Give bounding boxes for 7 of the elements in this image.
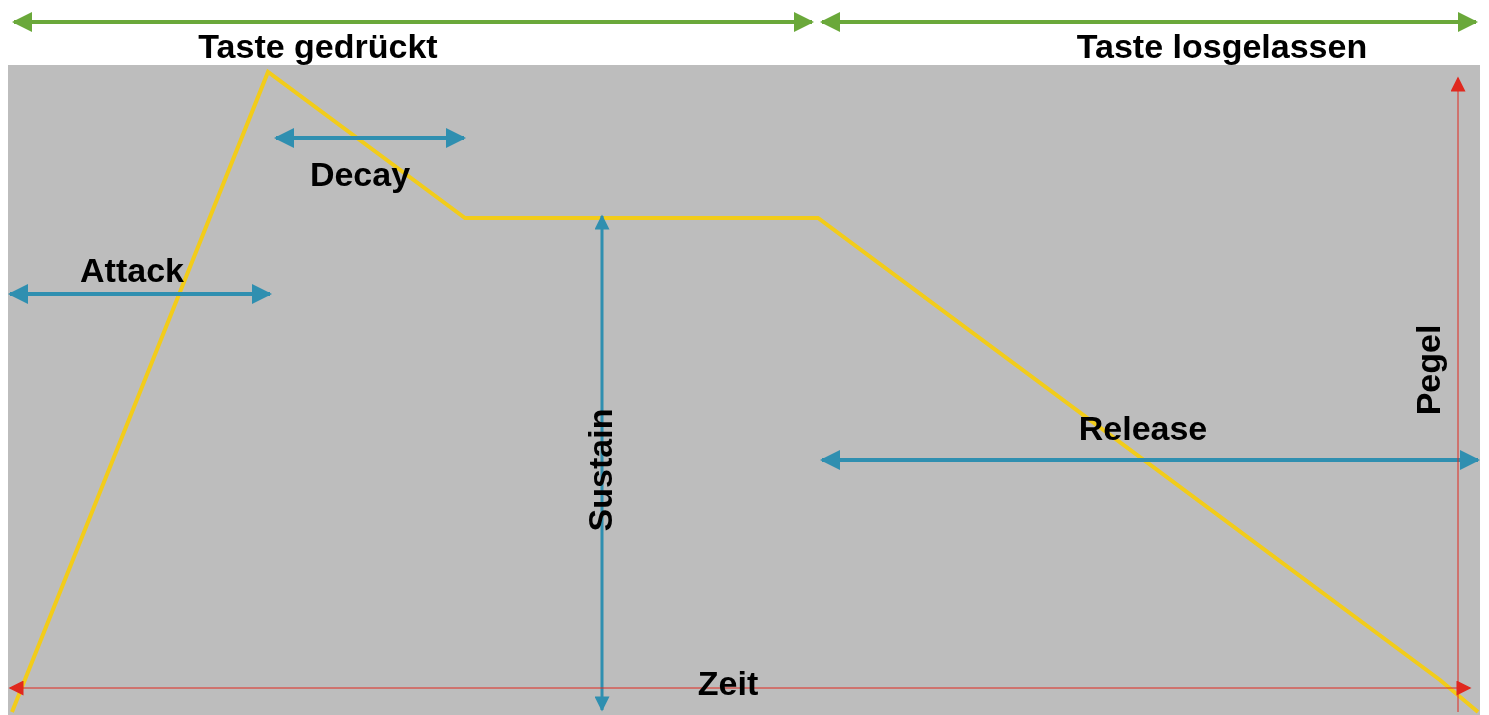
axis-label: Zeit <box>697 663 759 703</box>
phase-label: Attack <box>80 250 184 290</box>
axis-label: Pegel <box>1408 324 1448 416</box>
phase-label: Taste gedrückt <box>198 26 438 66</box>
phase-label: Decay <box>309 154 411 194</box>
phase-label: Sustain <box>580 408 620 532</box>
phase-label: Taste losgelassen <box>1076 26 1368 66</box>
